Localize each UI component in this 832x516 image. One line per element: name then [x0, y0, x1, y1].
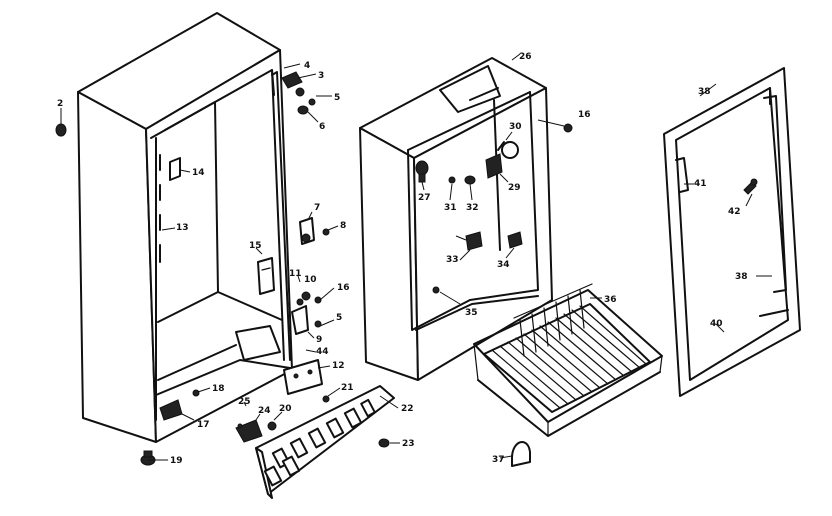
- label-40: 40: [710, 319, 723, 329]
- label-36: 36: [604, 295, 617, 305]
- toe-grille-22: [255, 385, 395, 499]
- label-15: 15: [249, 241, 262, 251]
- screw-21: [322, 395, 330, 403]
- brackets-13-14: [161, 157, 191, 231]
- label-24: 24: [258, 406, 271, 416]
- label-38-top: 38: [698, 87, 711, 97]
- label-14: 14: [192, 168, 205, 178]
- clip-37: [499, 441, 531, 467]
- label-16-liner: 16: [578, 110, 591, 120]
- cabinet-body: [77, 12, 293, 443]
- label-12: 12: [332, 361, 345, 371]
- label-38-side: 38: [735, 272, 748, 282]
- label-34: 34: [497, 260, 510, 270]
- grille-slots: [263, 398, 376, 487]
- door-liner-26: [359, 57, 553, 381]
- label-11: 11: [289, 269, 302, 279]
- door-gasket: [663, 67, 801, 397]
- label-9: 9: [316, 335, 322, 345]
- label-33: 33: [446, 255, 459, 265]
- label-10: 10: [304, 275, 317, 285]
- label-23: 23: [402, 439, 415, 449]
- label-8: 8: [340, 221, 346, 231]
- wire-basket-36: [473, 283, 663, 437]
- label-5-top: 5: [334, 93, 340, 103]
- top-hinge: [281, 71, 316, 115]
- screw-2: [55, 108, 67, 137]
- label-35: 35: [465, 308, 478, 318]
- screw-35: [432, 286, 461, 305]
- leader-lines: [148, 53, 772, 461]
- screw-42: [743, 178, 758, 195]
- bracket-15: [257, 257, 275, 295]
- label-20: 20: [279, 404, 292, 414]
- label-2: 2: [57, 99, 63, 109]
- latch-assembly: [291, 291, 322, 335]
- grommet-23: [378, 438, 390, 448]
- clips-33-34: [455, 231, 523, 251]
- label-29: 29: [508, 183, 521, 193]
- label-27: 27: [418, 193, 431, 203]
- label-32: 32: [466, 203, 479, 213]
- clip-24-25: [235, 419, 277, 443]
- leveling-foot-19: [140, 450, 156, 466]
- label-16-cabinet: 16: [337, 283, 350, 293]
- label-6: 6: [319, 122, 325, 132]
- plate-12: [283, 359, 331, 395]
- label-17: 17: [197, 420, 210, 430]
- label-19: 19: [170, 456, 183, 466]
- label-30: 30: [509, 122, 522, 132]
- label-3: 3: [318, 71, 324, 81]
- label-21: 21: [341, 383, 354, 393]
- label-25: 25: [238, 397, 251, 407]
- basket-back-grid: [513, 283, 593, 357]
- label-13: 13: [176, 223, 189, 233]
- label-22: 22: [401, 404, 414, 414]
- label-7: 7: [314, 203, 320, 213]
- hinge-17-18: [159, 389, 200, 421]
- label-41: 41: [694, 179, 707, 189]
- label-37: 37: [492, 455, 505, 465]
- label-31: 31: [444, 203, 457, 213]
- label-18: 18: [212, 384, 225, 394]
- label-42: 42: [728, 207, 741, 217]
- label-26: 26: [519, 52, 532, 62]
- part-labels: 2 3 4 5 6 7 8 9 10 11 12 13 14 15 16 16 …: [57, 52, 748, 466]
- label-5-mid: 5: [336, 313, 342, 323]
- basket-wires: [483, 305, 647, 413]
- middle-hinge: [299, 211, 330, 245]
- label-44: 44: [316, 347, 329, 357]
- switch-29-30: [485, 141, 519, 179]
- label-4: 4: [304, 61, 310, 71]
- screw-16-liner: [537, 119, 573, 133]
